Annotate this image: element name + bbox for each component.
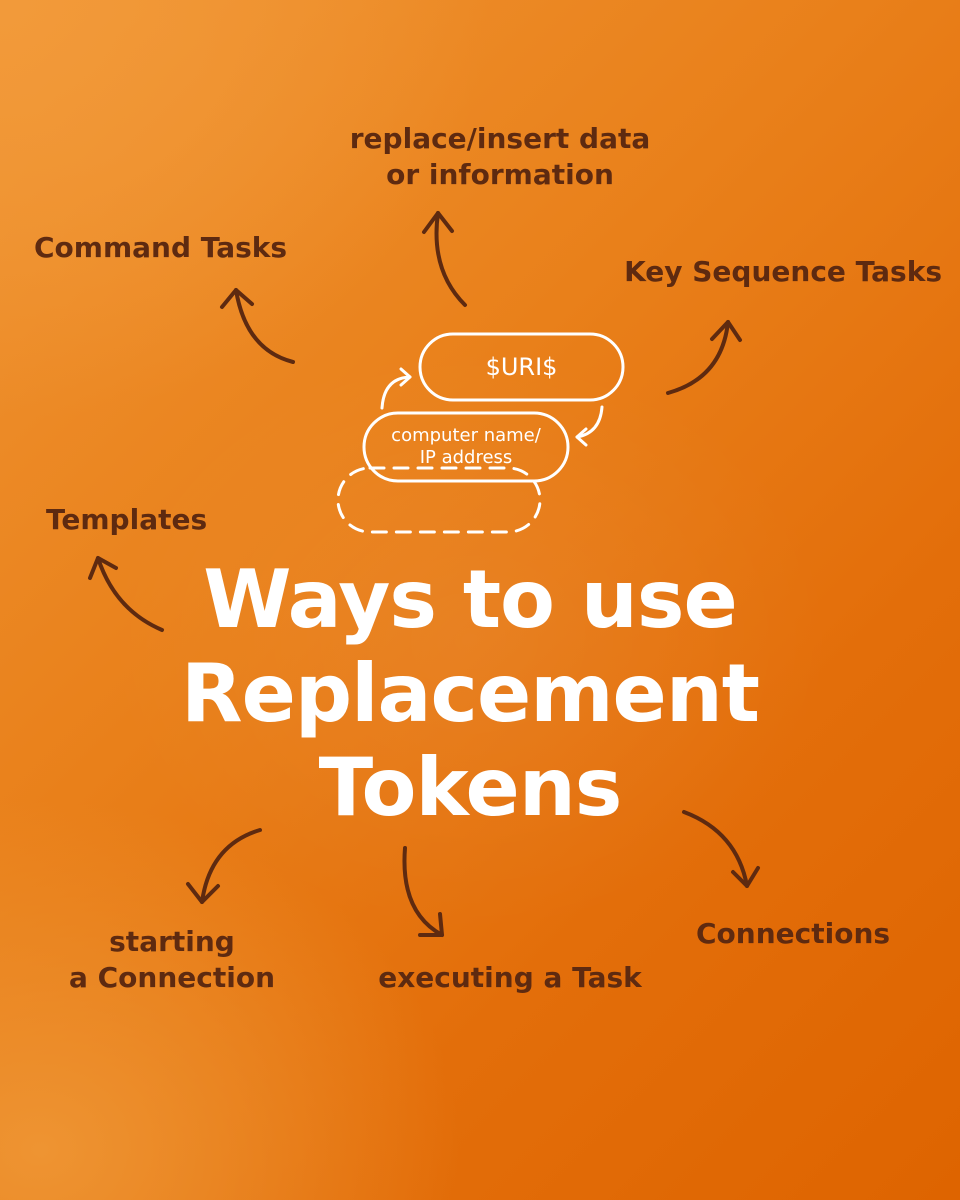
label-templates: Templates xyxy=(46,503,208,536)
label-executing-task: executing a Task xyxy=(378,961,642,994)
arrow-to-command-tasks xyxy=(220,288,295,364)
empty-slot-pill xyxy=(336,466,542,534)
token-pill xyxy=(418,332,625,402)
main-title-line1: Ways to use xyxy=(203,553,737,646)
arrow-to-executing-task xyxy=(402,846,444,937)
arrow-to-connections xyxy=(682,810,760,888)
token-label: $URI$ xyxy=(485,353,558,381)
main-title-line2: Replacement xyxy=(180,647,760,740)
arrow-to-templates xyxy=(88,556,164,632)
label-replace-insert: replace/insert data or information xyxy=(330,121,670,193)
label-connections: Connections xyxy=(696,917,891,950)
arrow-to-key-sequence-tasks xyxy=(666,320,742,395)
label-starting-connection-line1: starting xyxy=(109,925,235,958)
label-starting-connection-line2: a Connection xyxy=(68,961,276,994)
label-starting-connection: starting a Connection xyxy=(42,924,302,996)
replacement-pill xyxy=(362,411,570,483)
main-title: Ways to use Replacement Tokens xyxy=(60,553,880,835)
label-command-tasks: Command Tasks xyxy=(34,231,288,264)
replacement-label: computer name/ IP address xyxy=(364,425,568,469)
label-key-sequence-tasks: Key Sequence Tasks xyxy=(624,255,942,288)
cycle-arrow-up xyxy=(380,367,412,410)
replacement-label-line1: computer name/ xyxy=(391,425,541,446)
label-replace-insert-line1: replace/insert data xyxy=(349,122,651,155)
arrow-to-starting-connection xyxy=(186,828,262,904)
arrow-to-replace-insert xyxy=(422,211,467,307)
cycle-arrow-down xyxy=(575,405,604,447)
main-title-line3: Tokens xyxy=(318,741,623,834)
replacement-label-line2: IP address xyxy=(419,447,513,468)
label-replace-insert-line2: or information xyxy=(386,158,614,191)
